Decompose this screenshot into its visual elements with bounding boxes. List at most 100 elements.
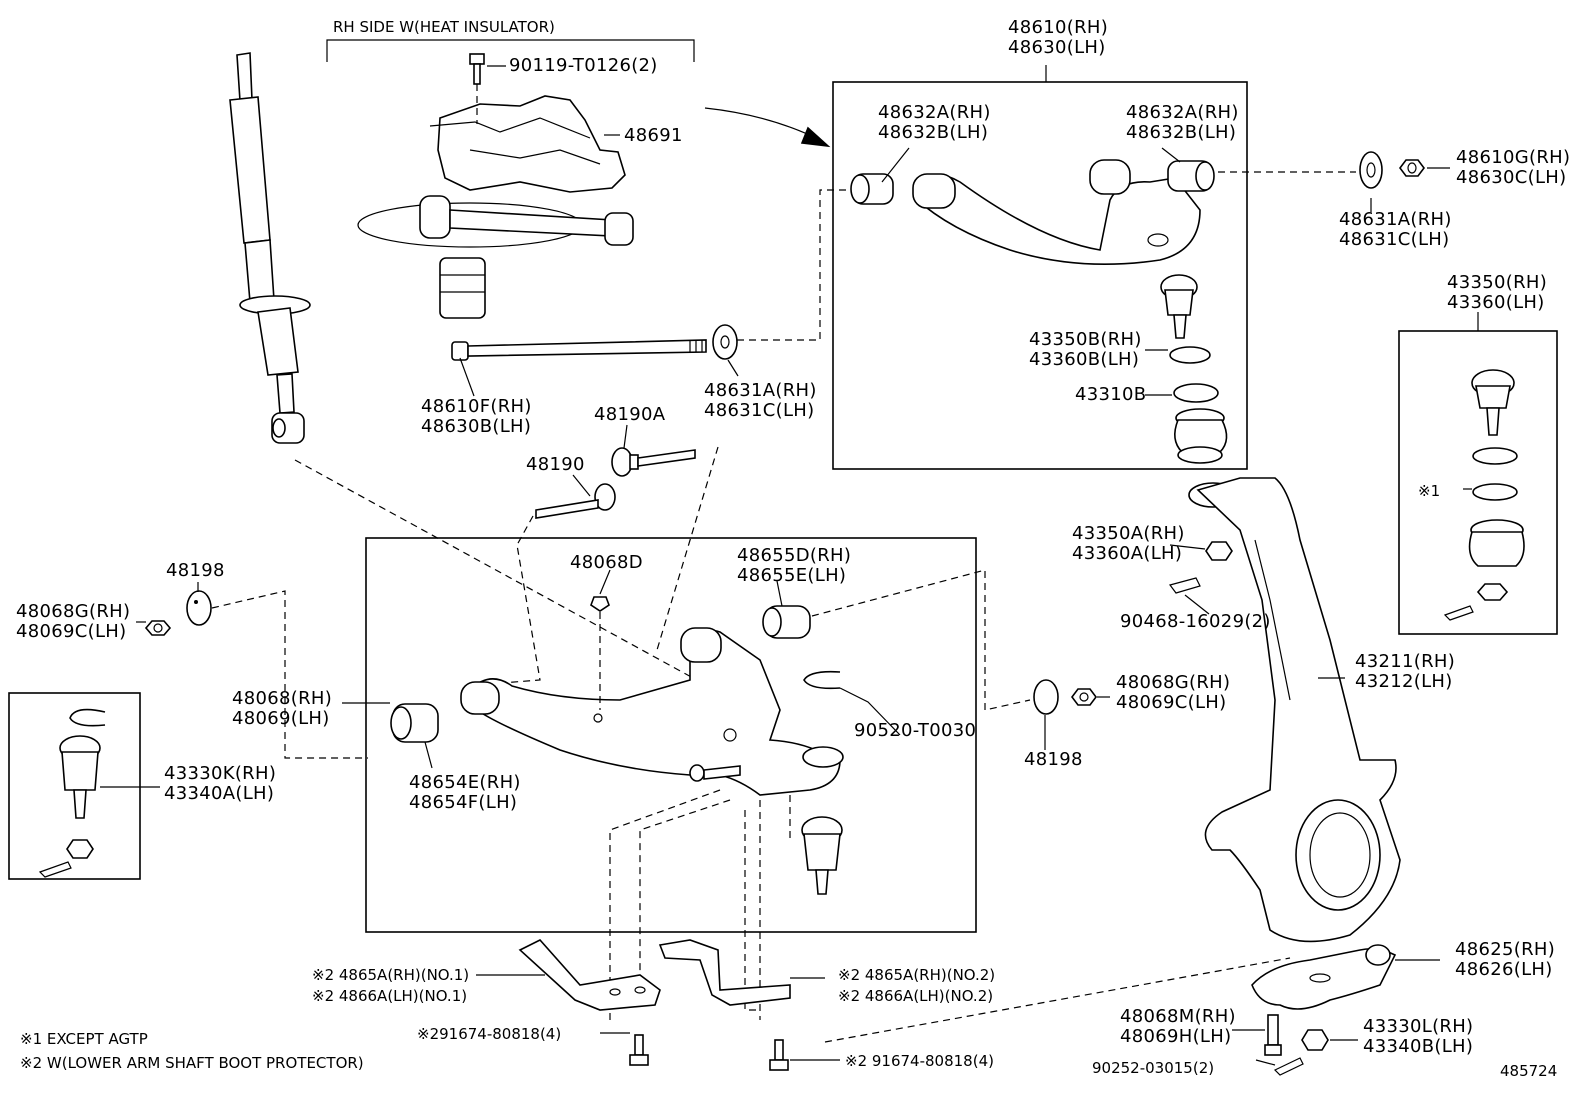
label-48190: 48190 — [526, 454, 585, 475]
nut-48068d-icon — [590, 596, 610, 612]
figure-number: 485724 — [1500, 1062, 1557, 1080]
label-43330k: 43330K(RH) — [164, 763, 276, 784]
nut-43350a-icon — [1205, 541, 1233, 561]
shaft-to-bush-dash — [737, 189, 848, 341]
lower-arm-assembly-box — [365, 537, 977, 933]
label-48632b-left: 48632B(LH) — [878, 122, 988, 143]
label-48069c-left: 48069C(LH) — [16, 621, 126, 642]
label-90520: 90520-T0030 — [854, 720, 976, 741]
label-48069c-right: 48069C(LH) — [1116, 692, 1226, 713]
label-protector2-rh: ※2 4865A(RH)(NO.2) — [838, 966, 995, 984]
label-90468: 90468-16029(2) — [1120, 611, 1271, 632]
footnote-2: ※2 W(LOWER ARM SHAFT BOOT PROTECTOR) — [20, 1054, 364, 1072]
label-protector2-lh: ※2 4866A(LH)(NO.2) — [838, 987, 993, 1005]
upper-arm-bush-left — [850, 173, 894, 205]
label-48631c-lower: 48631C(LH) — [704, 400, 814, 421]
label-48610f: 48610F(RH) — [421, 396, 532, 417]
label-91674-left: ※291674-80818(4) — [417, 1025, 561, 1043]
shock-stopper — [1251, 944, 1397, 1010]
label-43360a: 43360A(LH) — [1072, 543, 1182, 564]
upper-arm-shaft — [451, 339, 707, 361]
bush-48654e-icon — [390, 703, 439, 743]
nut-43330l-icon — [1301, 1029, 1329, 1051]
bolt-48068m-icon — [1264, 1014, 1282, 1056]
label-43350: 43350(RH) — [1447, 272, 1547, 293]
camber-bolt-dash — [656, 446, 719, 651]
label-43211: 43211(RH) — [1355, 651, 1455, 672]
label-48068g-right: 48068G(RH) — [1116, 672, 1230, 693]
label-note1-mark: ※1 — [1418, 482, 1440, 500]
boot-protector-no1 — [518, 939, 661, 1011]
label-48198-right: 48198 — [1024, 749, 1083, 770]
washer-48631a-lower-icon — [712, 324, 738, 360]
lower-control-arm — [460, 627, 844, 796]
label-48610g: 48610G(RH) — [1456, 147, 1570, 168]
boot-protector-no2 — [658, 939, 791, 1006]
label-rh-side-header: RH SIDE W(HEAT INSULATOR) — [333, 18, 555, 36]
lower-ball-joint-main — [801, 816, 843, 895]
label-48691: 48691 — [624, 125, 683, 146]
label-48631a-lower: 48631A(RH) — [704, 380, 817, 401]
label-48654f: 48654F(LH) — [409, 792, 517, 813]
lower-ball-joint-kit — [38, 708, 106, 878]
cotter-pin-90252-icon — [1273, 1057, 1304, 1076]
label-48655e: 48655E(LH) — [737, 565, 846, 586]
label-48610-rh: 48610(RH) — [1008, 17, 1108, 38]
label-48654e: 48654E(RH) — [409, 772, 521, 793]
label-48632b-right: 48632B(LH) — [1126, 122, 1236, 143]
bush-48655d-icon — [762, 605, 811, 639]
label-protector1-lh: ※2 4866A(LH)(NO.1) — [312, 987, 467, 1005]
label-48632a-left: 48632A(RH) — [878, 102, 991, 123]
label-43360: 43360(LH) — [1447, 292, 1545, 313]
shock-to-arm-dash — [294, 459, 716, 691]
label-48190a: 48190A — [594, 404, 666, 425]
lower-nut-to-knuckle-dash — [824, 957, 1291, 1043]
upper-ring-43310b — [1173, 383, 1219, 403]
label-protector1-rh: ※2 4865A(RH)(NO.1) — [312, 966, 469, 984]
footnote-1: ※1 EXCEPT AGTP — [20, 1030, 148, 1048]
left-cam-dash — [211, 590, 368, 759]
label-48068g-left: 48068G(RH) — [16, 601, 130, 622]
steering-knuckle — [1188, 477, 1401, 943]
camber-bolt-dash-2 — [474, 515, 541, 686]
label-48631c: 48631C(LH) — [1339, 229, 1449, 250]
cam-48198-right-icon — [1033, 679, 1059, 715]
label-43350b: 43350B(RH) — [1029, 329, 1142, 350]
upper-ball-joint-kit — [1443, 369, 1525, 621]
nut-48610g-icon — [1399, 159, 1425, 177]
lower-arm-bolt — [689, 764, 741, 782]
label-48069h: 48069H(LH) — [1120, 1026, 1231, 1047]
label-48630b: 48630B(LH) — [421, 416, 531, 437]
label-48626: 48626(LH) — [1455, 959, 1553, 980]
reference-arrowhead — [800, 126, 831, 148]
labels: RH SIDE W(HEAT INSULATOR) 90119-T0126(2)… — [16, 17, 1570, 1080]
rh-side-bracket — [326, 39, 695, 62]
ring-90520-icon — [803, 670, 841, 690]
nut-48068g-left-icon — [144, 620, 172, 636]
shock-absorber — [229, 52, 311, 444]
label-43330l: 43330L(RH) — [1363, 1016, 1473, 1037]
label-43340b: 43340B(LH) — [1363, 1036, 1473, 1057]
label-91674-right: ※2 91674-80818(4) — [845, 1052, 994, 1070]
label-48631a: 48631A(RH) — [1339, 209, 1452, 230]
label-48655d: 48655D(RH) — [737, 545, 851, 566]
lower-ball-joint-kit-box — [8, 692, 141, 880]
label-90252: 90252-03015(2) — [1092, 1059, 1214, 1077]
label-43350a: 43350A(RH) — [1072, 523, 1185, 544]
heat-insulator — [429, 95, 626, 193]
label-48630-lh: 48630(LH) — [1008, 37, 1106, 58]
protector-dash-1 — [609, 789, 721, 1020]
label-43212: 43212(LH) — [1355, 671, 1453, 692]
label-48068d: 48068D — [570, 552, 643, 573]
bolt-48190-icon — [535, 483, 616, 519]
label-48198-left: 48198 — [166, 560, 225, 581]
cam-48198-left-icon — [186, 590, 212, 626]
label-43340a: 43340A(LH) — [164, 783, 274, 804]
upper-control-arm — [912, 159, 1201, 266]
label-48068: 48068(RH) — [232, 688, 332, 709]
bolt-91674-right-icon — [769, 1039, 789, 1071]
label-48625: 48625(RH) — [1455, 939, 1555, 960]
label-43360b: 43360B(LH) — [1029, 349, 1139, 370]
reference-arrow — [704, 107, 821, 141]
